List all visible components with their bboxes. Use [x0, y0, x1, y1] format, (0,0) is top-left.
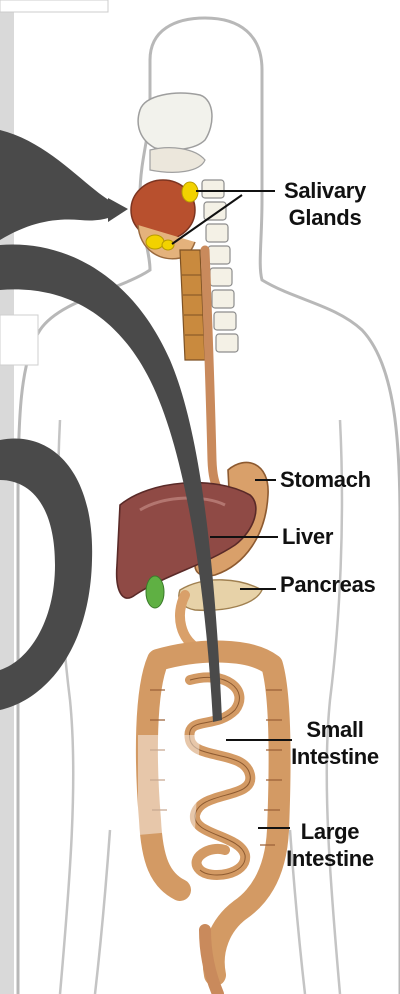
salivary-gland-sublingual	[146, 235, 164, 249]
overlay-white-box	[0, 315, 38, 365]
light-wash	[138, 735, 200, 835]
salivary-gland-parotid	[182, 182, 198, 202]
pancreas	[179, 580, 262, 610]
label-liver-text: Liver	[282, 523, 333, 550]
arm-inner-outline-right	[327, 420, 342, 994]
label-salivary-line2: Glands	[280, 204, 370, 231]
overlay-arrow-head	[108, 198, 128, 222]
overlay-swoosh-top	[0, 130, 125, 240]
label-pancreas: Pancreas	[280, 571, 375, 598]
label-salivary-line1: Salivary	[280, 177, 370, 204]
label-large-line1: Large	[283, 818, 377, 845]
label-stomach: Stomach	[280, 466, 371, 493]
label-salivary-glands: Salivary Glands	[280, 177, 370, 231]
top-left-box	[0, 0, 108, 12]
label-large-intestine: Large Intestine	[283, 818, 377, 872]
salivary-gland-submandibular	[162, 240, 174, 250]
label-pancreas-text: Pancreas	[280, 571, 375, 598]
label-stomach-text: Stomach	[280, 466, 371, 493]
label-small-intestine: Small Intestine	[287, 716, 383, 770]
label-small-line1: Small	[287, 716, 383, 743]
label-liver: Liver	[282, 523, 333, 550]
label-small-line2: Intestine	[287, 743, 383, 770]
gallbladder	[146, 576, 164, 608]
nasal-cavity	[150, 148, 205, 173]
label-large-line2: Intestine	[283, 845, 377, 872]
skull	[138, 93, 212, 150]
